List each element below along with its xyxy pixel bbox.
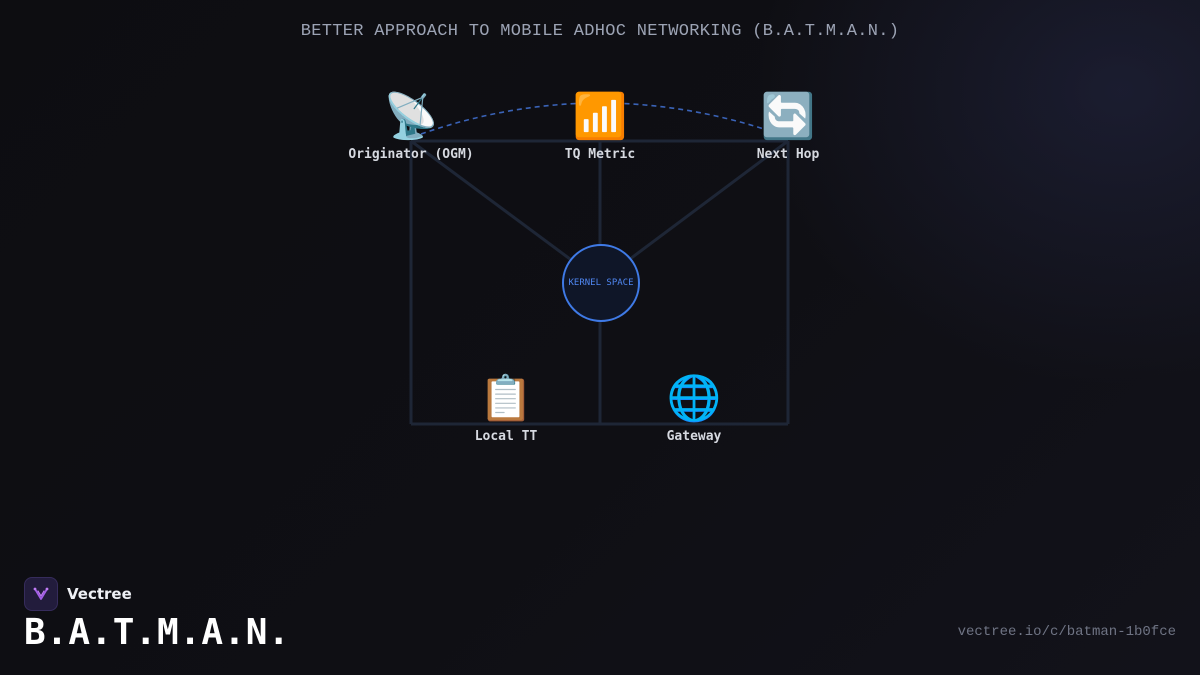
node-label-next-hop: Next Hop — [756, 147, 820, 162]
brand: Vectree — [24, 577, 132, 611]
clipboard-icon: 📋 — [478, 373, 534, 424]
node-label-gateway: Gateway — [666, 429, 722, 444]
node-label-tq-metric: TQ Metric — [564, 147, 636, 162]
node-originator: 📡 Originator (OGM) — [326, 91, 496, 163]
page-title: BETTER APPROACH TO MOBILE ADHOC NETWORKI… — [300, 22, 900, 41]
refresh-arrows-icon: 🔄 — [760, 91, 816, 142]
node-local-tt: 📋 Local TT — [421, 373, 591, 445]
broadcast-arc — [420, 102, 780, 135]
hub-label: KERNEL SPACE — [568, 278, 634, 288]
brand-name: Vectree — [67, 585, 132, 603]
node-tq-metric: 📶 TQ Metric — [515, 91, 685, 163]
node-label-local-tt: Local TT — [474, 429, 538, 444]
source-url[interactable]: vectree.io/c/batman-1b0fce — [957, 624, 1176, 640]
edge-originator-hub — [410, 139, 571, 261]
vectree-logo-icon — [24, 577, 58, 611]
kernel-space-hub: KERNEL SPACE — [562, 244, 640, 322]
satellite-antenna-icon: 📡 — [383, 91, 439, 142]
topic-title: B.A.T.M.A.N. — [24, 612, 291, 653]
globe-icon: 🌐 — [666, 373, 722, 424]
node-gateway: 🌐 Gateway — [609, 373, 779, 445]
node-next-hop: 🔄 Next Hop — [703, 91, 873, 163]
node-label-originator: Originator (OGM) — [348, 147, 474, 162]
edge-nexthop-hub — [629, 139, 789, 261]
signal-bars-icon: 📶 — [572, 91, 628, 142]
